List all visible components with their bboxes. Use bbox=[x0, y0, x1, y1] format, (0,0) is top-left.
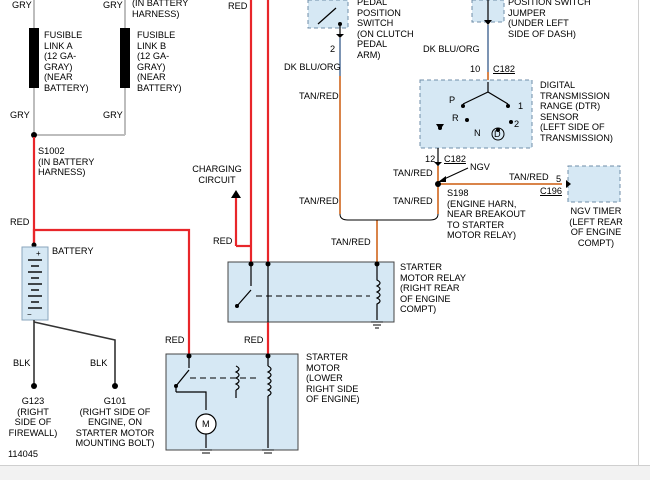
g123-label: G123 (RIGHT SIDE OF FIREWALL) bbox=[8, 396, 58, 438]
blk-label-2: BLK bbox=[90, 358, 108, 368]
tanred-label-4: TAN/RED bbox=[299, 196, 339, 206]
clutch-switch-box bbox=[307, 0, 349, 38]
ngv-timer-label: NGV TIMER (LEFT REAR OF ENGINE COMPT) bbox=[569, 206, 623, 248]
red-relay-label: RED bbox=[213, 236, 233, 246]
dtr-pos-p: P bbox=[449, 95, 456, 105]
pin-5: 5 bbox=[556, 174, 562, 184]
s1002-label: S1002 (IN BATTERY HARNESS) bbox=[38, 146, 95, 178]
harness-top-label: (IN BATTERY HARNESS) bbox=[132, 0, 189, 19]
ngv-indicator bbox=[438, 167, 469, 182]
motor-m-label: M bbox=[202, 419, 210, 429]
dtr-sensor-label: DIGITAL TRANSMISSION RANGE (DTR) SENSOR … bbox=[540, 80, 613, 143]
tanred-label-2: TAN/RED bbox=[393, 168, 433, 178]
figure-number: 114045 bbox=[8, 449, 38, 459]
dtr-pos-d: D bbox=[494, 129, 501, 139]
dtr-pos-r: R bbox=[452, 113, 459, 123]
starter-motor-box bbox=[165, 353, 299, 454]
charging-circuit-label: CHARGING CIRCUIT bbox=[192, 164, 242, 185]
red-top-label: RED bbox=[228, 1, 248, 11]
s198-splice bbox=[435, 181, 441, 187]
starter-relay-box bbox=[227, 261, 395, 329]
c182-top-label: C182 bbox=[493, 64, 515, 74]
ngv-label: NGV bbox=[470, 162, 490, 172]
svg-text:−: − bbox=[27, 310, 32, 319]
gry-b-label: GRY bbox=[103, 110, 123, 120]
s1002-splice bbox=[31, 132, 37, 138]
clutch-pin-2: 2 bbox=[330, 44, 336, 54]
blk-label-1: BLK bbox=[13, 358, 31, 368]
tanred-label-3: TAN/RED bbox=[509, 172, 549, 182]
black-wires bbox=[33, 320, 116, 386]
tanred-label-5: TAN/RED bbox=[393, 196, 433, 206]
charging-arrow bbox=[231, 190, 241, 198]
dtr-sensor-box bbox=[419, 79, 533, 166]
bottom-edge-strip bbox=[0, 465, 650, 480]
clutch-switch-label: PEDAL POSITION SWITCH (ON CLUTCH PEDAL A… bbox=[357, 0, 414, 60]
dkblu-label-1: DK BLU/ORG bbox=[284, 62, 341, 72]
fusible-a-top-label: GRY bbox=[12, 0, 32, 10]
starter-relay-label: STARTER MOTOR RELAY (RIGHT REAR OF ENGIN… bbox=[400, 262, 467, 315]
gry-a-label: GRY bbox=[10, 110, 30, 120]
s198-label: S198 (ENGINE HARN, NEAR BREAKOUT TO STAR… bbox=[447, 188, 526, 241]
battery-label: BATTERY bbox=[52, 246, 94, 256]
dkblu-label-2: DK BLU/ORG bbox=[423, 44, 480, 54]
red-motor-label-1: RED bbox=[165, 335, 185, 345]
g101-label: G101 (RIGHT SIDE OF ENGINE, ON STARTER M… bbox=[75, 396, 155, 449]
wire-bracket bbox=[339, 213, 439, 221]
g101-eyelet bbox=[112, 383, 118, 389]
c182-bottom-label: C182 bbox=[444, 154, 466, 164]
red-junction bbox=[31, 242, 37, 248]
fusible-link-b bbox=[120, 28, 130, 88]
svg-text:+: + bbox=[36, 249, 41, 258]
fusible-link-a bbox=[29, 28, 39, 88]
fusible-link-a-label: FUSIBLE LINK A (12 GA- GRAY) (NEAR BATTE… bbox=[44, 30, 89, 93]
tanred-label-1: TAN/RED bbox=[299, 91, 339, 101]
starter-motor-label: STARTER MOTOR (LOWER RIGHT SIDE OF ENGIN… bbox=[306, 352, 360, 405]
dkblu-wires bbox=[339, 25, 489, 76]
pin-10: 10 bbox=[470, 64, 481, 74]
red-battery-label: RED bbox=[10, 217, 30, 227]
battery-symbol: + − bbox=[21, 246, 49, 321]
fusible-link-b-label: FUSIBLE LINK B (12 GA- GRAY) (NEAR BATTE… bbox=[137, 30, 182, 93]
ngv-timer-box bbox=[566, 165, 621, 203]
dtr-pos-2: 2 bbox=[514, 119, 520, 129]
tanred-label-6: TAN/RED bbox=[331, 237, 371, 247]
fusible-b-top-label: GRY bbox=[103, 0, 123, 10]
tan-red-wires bbox=[339, 72, 562, 262]
dtr-pos-n: N bbox=[474, 128, 481, 138]
red-motor-label-2: RED bbox=[244, 335, 264, 345]
g123-eyelet bbox=[31, 383, 37, 389]
right-edge-border bbox=[638, 0, 650, 465]
jumper-label: POSITION SWITCH JUMPER (UNDER LEFT SIDE … bbox=[508, 0, 591, 39]
pin-12: 12 bbox=[425, 154, 436, 164]
c196-label: C196 bbox=[540, 186, 562, 196]
dtr-pos-1: 1 bbox=[518, 101, 524, 111]
gray-wires bbox=[33, 0, 126, 136]
jumper-box bbox=[471, 0, 505, 25]
